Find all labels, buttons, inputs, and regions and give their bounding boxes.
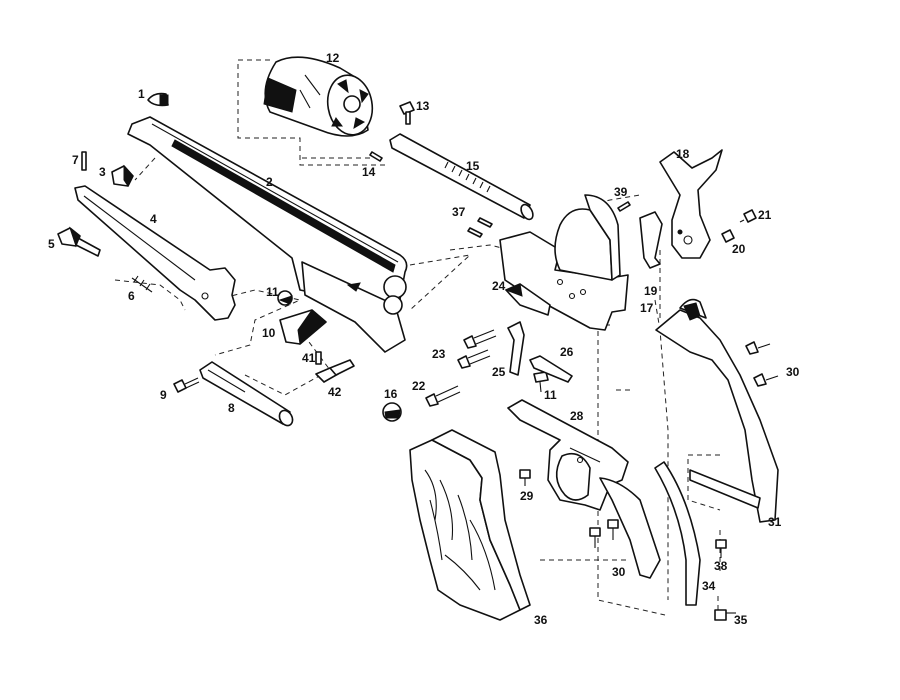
part-14-pin: [369, 151, 383, 162]
callout-34: 34: [702, 579, 716, 593]
callout-24: 24: [492, 279, 506, 293]
part-16-screw: [382, 402, 402, 422]
callout-30-lower: 30: [612, 565, 626, 579]
part-42-rear-sight: [315, 359, 355, 383]
part-29-screw: [519, 469, 531, 486]
callout-1: 1: [138, 87, 145, 101]
part-23-screws: [457, 329, 497, 369]
callout-39: 39: [614, 185, 628, 199]
part-10-sight-block: [279, 309, 327, 345]
callout-5: 5: [48, 237, 55, 251]
callout-8: 8: [228, 401, 235, 415]
part-12-cylinder: [263, 56, 374, 137]
part-11-screw-upper: [277, 290, 293, 306]
callout-36: 36: [534, 613, 548, 627]
part-37-pins: [467, 217, 493, 238]
callout-29: 29: [520, 489, 534, 503]
callout-35: 35: [734, 613, 748, 627]
callout-16: 16: [384, 387, 398, 401]
part-5-plunger: [57, 226, 101, 257]
callout-15: 15: [466, 159, 480, 173]
part-20-nut: [721, 229, 735, 243]
callout-42: 42: [328, 385, 342, 399]
callout-19: 19: [644, 284, 658, 298]
callout-11-upper: 11: [266, 285, 279, 299]
callout-labels: 1 2 3 4 5 6 7 8 9 10 11 11 12 13 14 15 1…: [48, 51, 800, 627]
callout-31: 31: [768, 515, 782, 529]
part-38-screw: [715, 539, 727, 558]
part-18-hammer: [659, 149, 723, 259]
part-15-arbor: [389, 133, 534, 221]
callout-17: 17: [640, 301, 654, 315]
part-31-backstrap: [655, 298, 779, 523]
part-13-nipple: [399, 101, 415, 125]
part-41-pin: [315, 351, 322, 365]
part-39-pin: [617, 201, 631, 212]
part-19-hand: [639, 211, 663, 269]
part-21-screw: [739, 209, 757, 223]
callout-30-upper: 30: [786, 365, 800, 379]
callout-14: 14: [362, 165, 376, 179]
callout-7: 7: [72, 153, 79, 167]
callout-22: 22: [412, 379, 426, 393]
part-8-ejector-rod: [199, 361, 294, 427]
callout-3: 3: [99, 165, 106, 179]
callout-12: 12: [326, 51, 340, 65]
part-1-bullet: [147, 92, 169, 107]
callout-28: 28: [570, 409, 584, 423]
part-2-barrel: [127, 116, 408, 353]
part-9-screw: [173, 377, 200, 393]
callout-41: 41: [302, 351, 316, 365]
part-4-loading-lever: [74, 185, 236, 321]
part-26-spring: [529, 355, 573, 383]
callout-4: 4: [150, 212, 157, 226]
callout-26: 26: [560, 345, 574, 359]
part-28-trigger-guard: [507, 399, 661, 579]
part-35-screw: [714, 609, 736, 621]
callout-10: 10: [262, 326, 276, 340]
part-11-screw-lower: [533, 371, 549, 393]
callout-23: 23: [432, 347, 446, 361]
part-30-screws-lower: [589, 519, 619, 548]
callout-6: 6: [128, 289, 135, 303]
callout-18: 18: [676, 147, 690, 161]
callout-13: 13: [416, 99, 430, 113]
callout-21: 21: [758, 208, 772, 222]
part-24-bolt: [504, 283, 551, 316]
callout-37: 37: [452, 205, 466, 219]
part-25-trigger: [507, 321, 525, 376]
callout-2: 2: [266, 175, 273, 189]
part-34-mainspring: [654, 461, 701, 606]
part-7-pin: [81, 151, 87, 171]
part-30-screws-upper: [745, 341, 779, 387]
part-22-screw: [425, 385, 461, 407]
part-36-grip: [409, 429, 531, 621]
part-6-latch-spring: [131, 275, 153, 293]
callout-9: 9: [160, 388, 167, 402]
part-3-wedge: [111, 164, 134, 187]
callout-11-lower: 11: [544, 388, 557, 402]
callout-25: 25: [492, 365, 506, 379]
callout-20: 20: [732, 242, 746, 256]
callout-38: 38: [714, 559, 728, 573]
